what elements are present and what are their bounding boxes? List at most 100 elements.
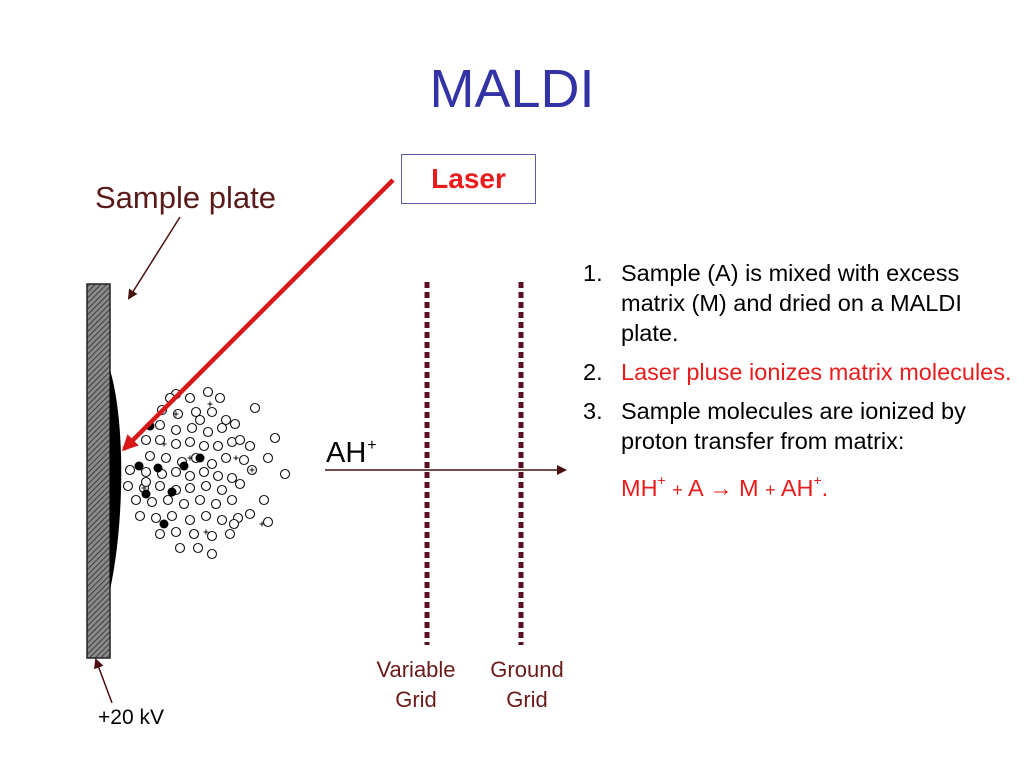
laser-label: Laser (431, 163, 506, 194)
equation-product1: M (738, 475, 759, 501)
neutral-molecule (154, 434, 166, 446)
sample-plate-pointer (127, 216, 181, 300)
charge-plus-icon (141, 485, 147, 491)
variable-grid-label-line1: Variable (376, 657, 456, 682)
neutral-molecule (229, 418, 241, 430)
neutral-molecule (144, 450, 156, 462)
neutral-molecule (184, 392, 196, 404)
ion-label: AH+ (326, 437, 377, 470)
neutral-molecule (184, 482, 196, 494)
neutral-molecule (140, 434, 152, 446)
neutral-molecule (206, 530, 218, 542)
equation-product2: AH (780, 475, 814, 501)
step-text: Sample molecules are ionized by proton t… (621, 398, 966, 454)
neutral-molecule (224, 528, 236, 540)
neutral-molecule (184, 514, 196, 526)
charge-plus-icon (203, 529, 209, 535)
variable-grid-label-line2: Grid (395, 687, 437, 712)
step-list: 1. Sample (A) is mixed with excess matri… (583, 258, 1013, 505)
ground-grid-label-line1: Ground (490, 657, 564, 682)
neutral-molecule (134, 510, 146, 522)
equation-reactant1: MH (621, 475, 658, 501)
neutral-molecule (228, 518, 240, 530)
ion-charge: + (367, 437, 377, 454)
laser-label-box: Laser (401, 154, 536, 204)
neutral-molecule (279, 468, 291, 480)
charge-plus-icon (187, 455, 193, 461)
neutral-molecule (190, 406, 202, 418)
ion-name: AH (326, 437, 367, 469)
neutral-molecule (162, 494, 174, 506)
charge-plus-icon (161, 441, 167, 447)
analyte-molecule (153, 463, 163, 473)
neutral-molecule (206, 548, 218, 560)
neutral-molecule (234, 434, 246, 446)
step-item: 2. Laser pluse ionizes matrix molecules. (583, 357, 1013, 387)
neutral-molecule (238, 454, 250, 466)
analyte-molecule (134, 461, 144, 471)
neutral-molecule (226, 494, 238, 506)
reaction-equation: MH+ + A → M + AH+. (621, 472, 829, 501)
neutral-molecule (130, 494, 142, 506)
neutral-molecule (122, 480, 134, 492)
sample-plate-label: Sample plate (95, 180, 276, 215)
molecule-plume (122, 386, 291, 560)
neutral-molecule (154, 419, 166, 431)
sample-deposit (110, 370, 122, 590)
neutral-molecule (124, 464, 136, 476)
analyte-molecule (159, 519, 169, 529)
neutral-molecule (186, 422, 198, 434)
ground-grid-label-line2: Grid (506, 687, 548, 712)
neutral-molecule (194, 414, 206, 426)
charge-plus-icon (233, 455, 239, 461)
charge-plus-icon (207, 401, 213, 407)
slide-title: MALDI (429, 59, 595, 119)
neutral-molecule (154, 528, 166, 540)
neutral-molecule (234, 478, 246, 490)
equation-plus: + (672, 480, 683, 500)
step-number: 1. (583, 260, 603, 286)
step-text: Sample (A) is mixed with excess matrix (… (621, 260, 962, 346)
neutral-molecule (178, 498, 190, 510)
neutral-molecule (226, 472, 238, 484)
analyte-molecule (141, 489, 151, 499)
equation-arrow-icon: → (708, 475, 733, 501)
neutral-molecule (210, 498, 222, 510)
neutral-molecule (269, 432, 281, 444)
neutral-molecule (192, 542, 204, 554)
neutral-molecule (216, 484, 228, 496)
neutral-molecule (262, 452, 274, 464)
neutral-molecule (160, 452, 172, 464)
voltage-label: +20 kV (98, 706, 164, 729)
equation-charge: + (657, 472, 666, 488)
equation-charge: + (813, 472, 822, 488)
neutral-molecule (140, 466, 152, 478)
neutral-molecule (202, 426, 214, 438)
equation-plus: + (765, 480, 776, 500)
sample-plate (86, 283, 111, 659)
neutral-molecule (244, 440, 256, 452)
step-number: 3. (583, 398, 603, 424)
neutral-molecule (170, 438, 182, 450)
charge-plus-icon (173, 411, 179, 417)
neutral-molecule (206, 406, 218, 418)
neutral-molecule (184, 470, 196, 482)
neutral-molecule (154, 480, 166, 492)
neutral-molecule (150, 512, 162, 524)
neutral-molecule (220, 452, 232, 464)
analyte-molecule (195, 453, 205, 463)
neutral-molecule (198, 466, 210, 478)
neutral-molecule (262, 516, 274, 528)
laser-beam (121, 178, 395, 452)
neutral-molecule (170, 466, 182, 478)
neutral-molecule (249, 402, 261, 414)
neutral-molecule (220, 414, 232, 426)
neutral-molecule (170, 424, 182, 436)
analyte-molecule (167, 487, 177, 497)
neutral-molecule (198, 440, 210, 452)
neutral-molecule (200, 480, 212, 492)
neutral-molecule (200, 510, 212, 522)
neutral-molecule (194, 494, 206, 506)
neutral-molecule (188, 528, 200, 540)
